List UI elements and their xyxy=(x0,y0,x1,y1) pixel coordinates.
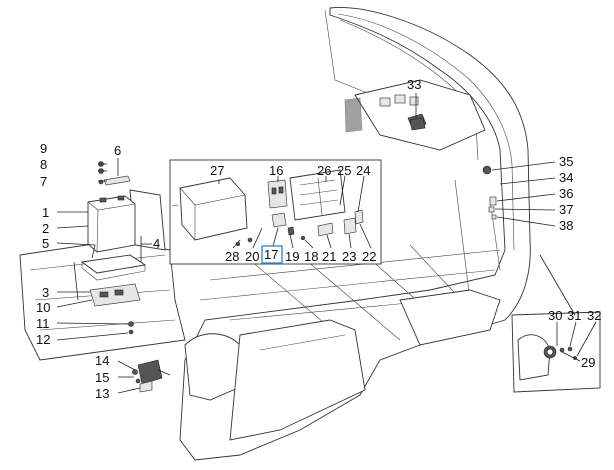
callout-label[interactable]: 7 xyxy=(40,174,47,189)
callout-label[interactable]: 23 xyxy=(342,249,356,264)
callout-label[interactable]: 37 xyxy=(559,202,573,217)
callout-label[interactable]: 3 xyxy=(42,285,49,300)
callout-label[interactable]: 4 xyxy=(153,236,160,251)
callout-labels: 1 2 3 4 5 6 7 8 9 10 11 12 13 14 15 16 1… xyxy=(36,77,601,401)
callout-label[interactable]: 33 xyxy=(407,77,421,92)
callout-label[interactable]: 1 xyxy=(42,205,49,220)
battery-assembly xyxy=(73,161,147,335)
callout-label[interactable]: 31 xyxy=(567,308,581,323)
callout-label[interactable]: 9 xyxy=(40,141,47,156)
callout-label[interactable]: 17 xyxy=(264,247,278,262)
callout-label[interactable]: 35 xyxy=(559,154,573,169)
callout-label[interactable]: 12 xyxy=(36,332,50,347)
callout-label[interactable]: 30 xyxy=(548,308,562,323)
callout-label[interactable]: 25 xyxy=(337,163,351,178)
callout-label[interactable]: 32 xyxy=(587,308,601,323)
callout-label[interactable]: 18 xyxy=(304,249,318,264)
callout-label[interactable]: 34 xyxy=(559,170,573,185)
callout-label[interactable]: 8 xyxy=(40,157,47,172)
callout-label[interactable]: 20 xyxy=(245,249,259,264)
callout-label[interactable]: 14 xyxy=(95,353,109,368)
callout-label[interactable]: 6 xyxy=(114,143,121,158)
callout-label[interactable]: 11 xyxy=(36,316,50,331)
connector-inset xyxy=(511,311,601,393)
callout-label[interactable]: 27 xyxy=(210,163,224,178)
callout-label[interactable]: 29 xyxy=(581,355,595,370)
callout-label[interactable]: 36 xyxy=(559,186,573,201)
callout-label[interactable]: 16 xyxy=(269,163,283,178)
callout-label[interactable]: 19 xyxy=(285,249,299,264)
callout-label[interactable]: 2 xyxy=(42,221,49,236)
callout-label[interactable]: 22 xyxy=(362,249,376,264)
callout-label[interactable]: 24 xyxy=(356,163,370,178)
callout-label[interactable]: 5 xyxy=(42,236,49,251)
callout-label[interactable]: 15 xyxy=(95,370,109,385)
callout-label[interactable]: 38 xyxy=(559,218,573,233)
leader-lines xyxy=(56,93,597,394)
highlight-box xyxy=(261,245,283,264)
cab-switch-parts xyxy=(409,117,497,220)
callout-label[interactable]: 28 xyxy=(225,249,239,264)
callout-label[interactable]: 13 xyxy=(95,386,109,401)
relay-assembly xyxy=(132,359,171,393)
callout-label[interactable]: 26 xyxy=(317,163,331,178)
callout-label[interactable]: 10 xyxy=(36,300,50,315)
callout-label[interactable]: 21 xyxy=(322,249,336,264)
